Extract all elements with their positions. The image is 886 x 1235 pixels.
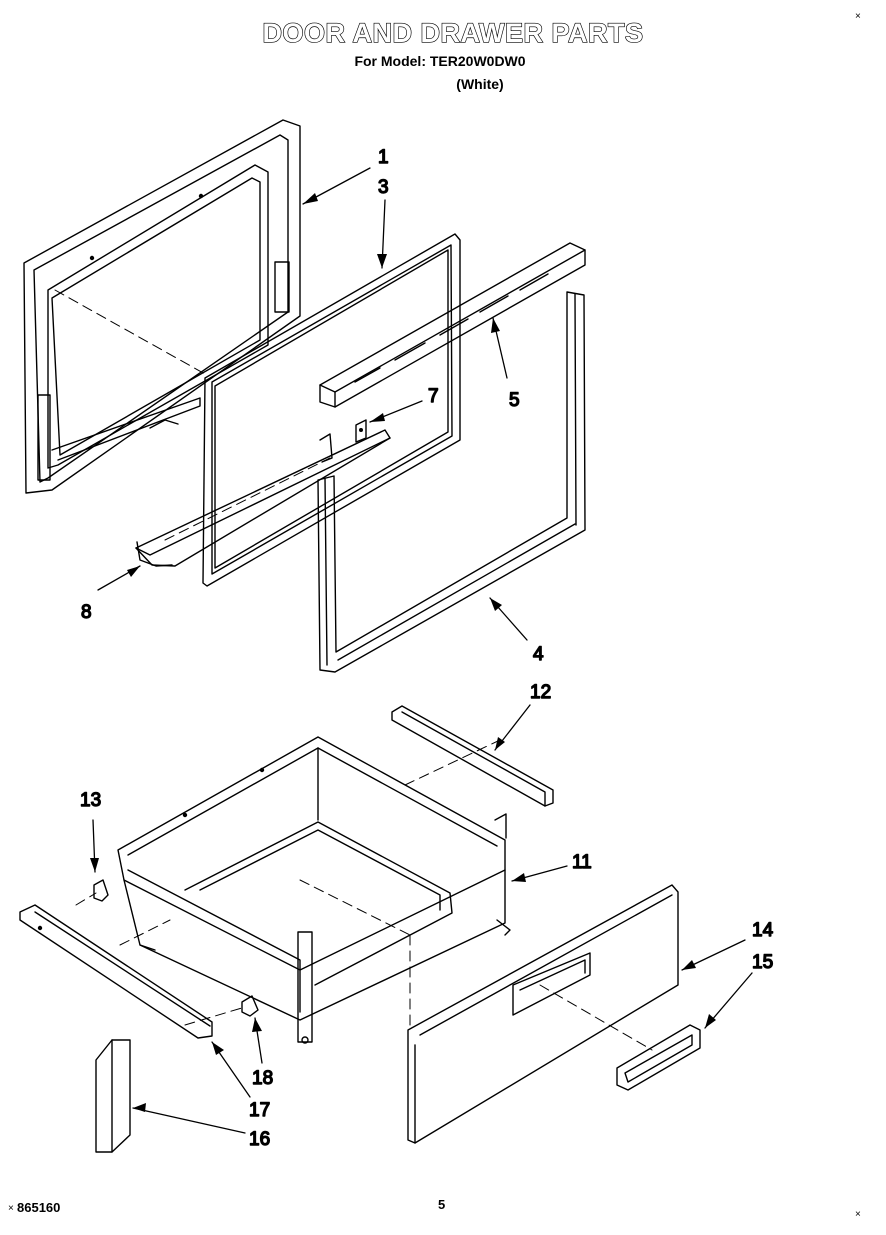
arrow-heads bbox=[90, 193, 716, 1112]
corner-mark-bottom-left: × bbox=[8, 1203, 14, 1214]
callout-5: 5 bbox=[509, 390, 520, 411]
roller-part bbox=[241, 995, 259, 1017]
vent-trim bbox=[319, 242, 586, 408]
corner-mark-top-right: × bbox=[855, 11, 861, 22]
page-title: DOOR AND DRAWER PARTS bbox=[262, 17, 644, 48]
model-line: For Model: TER20W0DW0 bbox=[354, 53, 526, 69]
outer-door-panel bbox=[23, 119, 301, 494]
callout-12: 12 bbox=[530, 682, 551, 703]
callout-18: 18 bbox=[252, 1068, 273, 1089]
drawer-front-rail bbox=[19, 904, 213, 1039]
callout-1: 1 bbox=[378, 147, 389, 168]
door-channel bbox=[135, 429, 391, 567]
callout-15: 15 bbox=[752, 952, 773, 973]
callout-3: 3 bbox=[378, 177, 389, 198]
document-number: 865160 bbox=[17, 1200, 61, 1215]
callout-7: 7 bbox=[428, 386, 439, 407]
side-bracket bbox=[95, 1039, 131, 1153]
callout-8: 8 bbox=[81, 602, 92, 623]
callout-11: 11 bbox=[572, 852, 592, 873]
drawer-handle bbox=[616, 1024, 701, 1091]
callout-14: 14 bbox=[752, 920, 774, 941]
door-liner-frame bbox=[317, 291, 586, 673]
drawer-front-panel bbox=[407, 884, 679, 1144]
drawer-body bbox=[117, 736, 511, 1044]
callout-16: 16 bbox=[249, 1129, 270, 1150]
callout-17: 17 bbox=[249, 1100, 270, 1121]
inner-door-glass bbox=[202, 233, 461, 587]
clip-part bbox=[355, 419, 367, 443]
leader-lines bbox=[92, 167, 753, 1134]
callout-13: 13 bbox=[80, 790, 101, 811]
color-line: (White) bbox=[456, 76, 504, 92]
drawer-alignment-lines bbox=[75, 739, 653, 1051]
page-number: 5 bbox=[438, 1197, 446, 1212]
door-alignment-lines bbox=[54, 289, 331, 541]
drawer-rear-rail bbox=[391, 705, 554, 807]
drawer-stop bbox=[93, 879, 109, 902]
callout-4: 4 bbox=[533, 644, 544, 665]
corner-mark-bottom-right: × bbox=[855, 1209, 861, 1220]
